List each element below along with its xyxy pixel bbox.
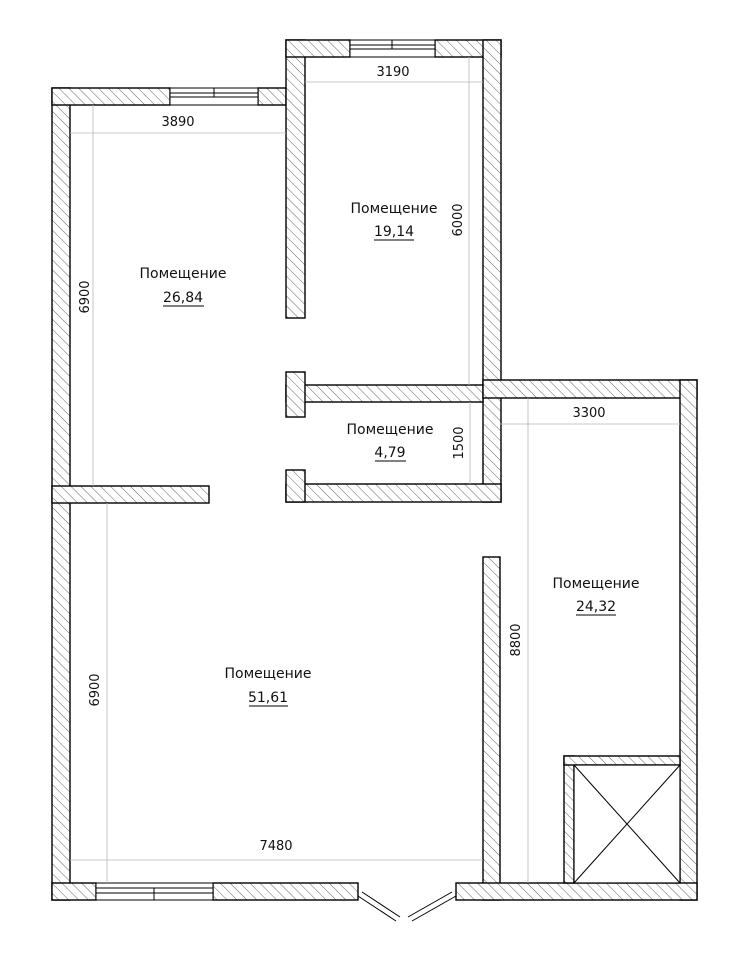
- room-label-1: Помещение 26,84: [140, 266, 227, 307]
- wall-room3-bottom: [285, 483, 502, 503]
- wall-bottom-left: [51, 882, 97, 901]
- dim-room4-height: 8800: [509, 623, 524, 656]
- wall-right-room2: [482, 39, 502, 503]
- window-room1: [169, 87, 259, 106]
- wall-room5-room4: [482, 556, 501, 901]
- wall-room1-room2: [285, 39, 306, 319]
- room-area: 26,84: [163, 290, 203, 306]
- room-label-4: Помещение 24,32: [553, 576, 640, 616]
- window-room5: [95, 882, 214, 901]
- room-name: Помещение: [225, 666, 312, 682]
- room-area: 51,61: [248, 690, 288, 706]
- room-area: 19,14: [374, 224, 414, 240]
- wall-bottom-right: [455, 882, 698, 901]
- shaft: [573, 764, 681, 884]
- dim-room4-width: 3300: [572, 406, 605, 421]
- window-room2: [349, 39, 436, 58]
- entrance-door: [357, 891, 457, 922]
- room-label-5: Помещение 51,61: [225, 666, 312, 707]
- dim-room1-height: 6900: [78, 280, 93, 313]
- room-name: Помещение: [140, 266, 227, 282]
- dim-room5-height: 6900: [88, 673, 103, 706]
- wall-top-room4: [482, 379, 698, 399]
- wall-pier-room3-bottom: [285, 469, 306, 503]
- dim-room2-width: 3190: [376, 65, 409, 80]
- wall-room2-room3: [285, 384, 484, 403]
- room-name: Помещение: [347, 422, 434, 438]
- wall-top-room1-right: [257, 87, 287, 106]
- wall-top-room1-left: [51, 87, 171, 106]
- dim-room5-width: 7480: [259, 839, 292, 854]
- wall-shaft-top: [563, 755, 681, 766]
- room-label-3: Помещение 4,79: [347, 422, 434, 462]
- wall-shaft-left: [563, 755, 575, 884]
- room-name: Помещение: [553, 576, 640, 592]
- room-area: 4,79: [374, 445, 405, 461]
- dimension-lines: [70, 57, 680, 883]
- dim-room3-height: 1500: [452, 426, 467, 459]
- room-name: Помещение: [351, 201, 438, 217]
- dim-room1-width: 3890: [161, 115, 194, 130]
- walls: [51, 39, 698, 901]
- wall-room1-room5: [51, 485, 210, 504]
- room-label-2: Помещение 19,14: [351, 201, 438, 241]
- dim-room2-height: 6000: [451, 203, 466, 236]
- room-area: 24,32: [576, 599, 616, 615]
- wall-top-room2-left: [285, 39, 351, 58]
- wall-right-room4: [679, 379, 698, 901]
- wall-pier-room3-top: [285, 371, 306, 418]
- wall-bottom-mid: [212, 882, 359, 901]
